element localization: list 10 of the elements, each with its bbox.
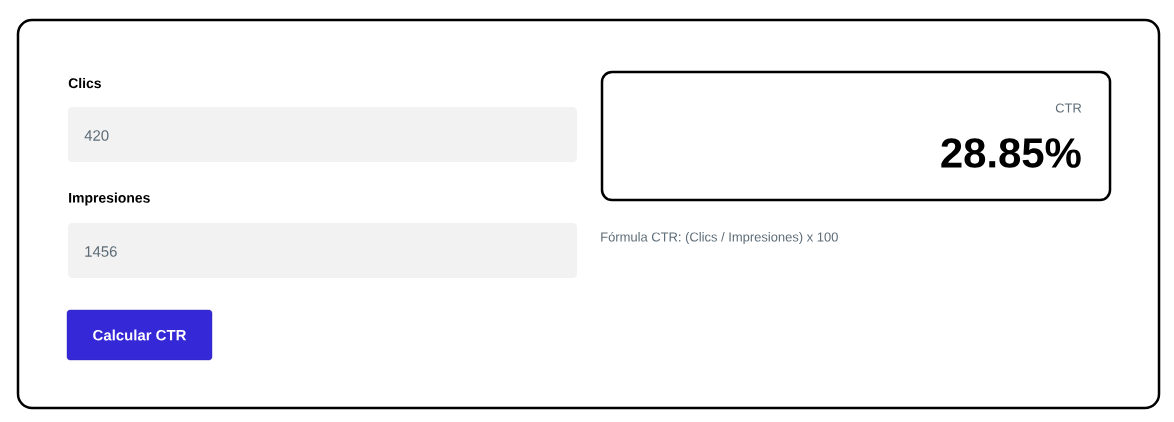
result-box [600, 70, 1112, 202]
result-value: 28.85% [941, 138, 1081, 168]
input-field: 1456 [68, 223, 577, 278]
field-label: Clics [68, 77, 101, 89]
card-background [16, 18, 1161, 410]
formula-note: Fórmula CTR: (Clics / Impresiones) x 100 [601, 231, 838, 245]
calculate-button: Calcular CTR [66, 309, 213, 361]
result-label: CTR [1055, 103, 1082, 113]
field-label: Impresiones [69, 192, 150, 206]
input-field: 420 [68, 107, 577, 162]
